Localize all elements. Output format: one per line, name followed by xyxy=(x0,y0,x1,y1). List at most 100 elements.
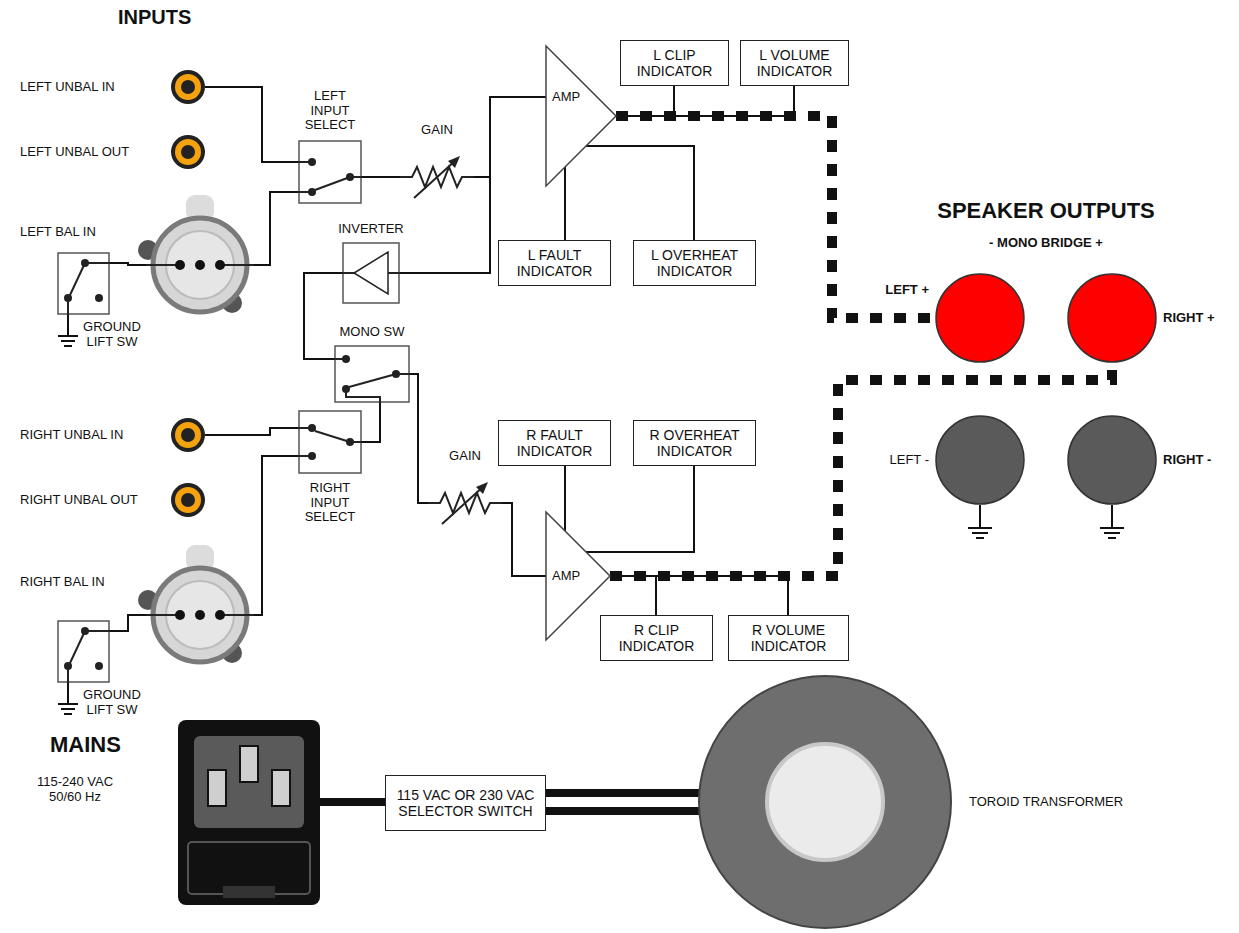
node-label: RIGHT BAL IN xyxy=(20,575,105,590)
node-label: L VOLUME INDICATOR xyxy=(744,47,845,79)
heading-text: MAINS xyxy=(50,732,121,757)
connector-group xyxy=(205,428,298,435)
node-label: AMP xyxy=(552,90,580,105)
connector-group xyxy=(254,456,298,615)
gain-control: GAIN xyxy=(428,480,502,526)
text-holder: L FAULT INDICATOR xyxy=(499,241,610,285)
node-label: RIGHT INPUT SELECT xyxy=(298,481,362,526)
indicator-box: R CLIP INDICATOR xyxy=(600,615,713,661)
speaker-terminal: RIGHT - xyxy=(1067,415,1157,505)
adjust-arrow xyxy=(442,486,484,524)
node-label: TOROID TRANSFORMER xyxy=(969,795,1123,810)
jack-center xyxy=(181,428,195,442)
node-label: RIGHT UNBAL IN xyxy=(20,428,123,443)
text-holder: AMP xyxy=(552,566,592,586)
jack-body xyxy=(171,418,205,452)
connector-group xyxy=(546,802,699,803)
connector-group xyxy=(474,97,546,177)
inlet-socket xyxy=(194,736,304,828)
node-label: AMP xyxy=(552,569,580,584)
speaker-terminal: RIGHT + xyxy=(1067,273,1157,363)
connector-group xyxy=(400,177,490,273)
node-label: LEFT INPUT SELECT xyxy=(298,89,362,134)
ground-symbol xyxy=(58,683,78,714)
xlr-jack: RIGHT BAL IN xyxy=(146,545,254,665)
node-label: R FAULT INDICATOR xyxy=(502,427,607,459)
connector-group xyxy=(586,466,694,552)
shape-outline xyxy=(342,242,400,304)
wire xyxy=(85,262,110,264)
wire xyxy=(334,358,346,360)
connector-group xyxy=(362,403,380,442)
text-holder: RIGHT UNBAL IN xyxy=(20,418,155,452)
adjust-arrow-head xyxy=(448,156,460,168)
jack-ring xyxy=(175,74,201,100)
toroid-core xyxy=(699,676,951,928)
signal-wire xyxy=(362,176,400,178)
node-label: R OVERHEAT INDICATOR xyxy=(637,427,752,459)
text-holder: RIGHT UNBAL OUT xyxy=(20,483,155,517)
shape-outline xyxy=(171,418,205,452)
indicator-box: R VOLUME INDICATOR xyxy=(728,615,849,661)
shape-outline xyxy=(146,545,254,665)
adjust-arrow xyxy=(414,160,456,198)
shape-outline xyxy=(171,135,205,169)
terminal-cap xyxy=(936,416,1024,504)
terminal-cap xyxy=(936,274,1024,362)
text-holder: TOROID TRANSFORMER xyxy=(969,792,1169,812)
shape-outline xyxy=(935,273,1025,363)
shape-outline xyxy=(400,154,474,200)
shape-outline xyxy=(935,415,1025,505)
jack-ring xyxy=(175,422,201,448)
ground-symbol xyxy=(968,505,992,538)
connector-group xyxy=(320,802,385,803)
node-label: LEFT UNBAL IN xyxy=(20,80,115,95)
node-label: LEFT - xyxy=(890,453,930,468)
text-holder: GROUND LIFT SW xyxy=(77,318,147,352)
indicator-box: L FAULT INDICATOR xyxy=(498,240,611,286)
node-label: L CLIP INDICATOR xyxy=(624,47,725,79)
text-holder: 115-240 VAC 50/60 Hz xyxy=(20,770,130,810)
text-holder: LEFT - xyxy=(863,450,929,470)
connector-group xyxy=(110,615,146,631)
rca-jack: RIGHT UNBAL IN xyxy=(171,418,205,452)
contact-dot xyxy=(95,662,103,670)
shape-outline xyxy=(178,720,320,905)
wire xyxy=(70,263,85,295)
heading-label: SPEAKER OUTPUTS xyxy=(896,198,1196,223)
wire xyxy=(346,389,380,403)
switch-housing xyxy=(58,621,109,682)
ground-symbol xyxy=(1100,505,1124,538)
jack-body xyxy=(171,483,205,517)
xlr-pin xyxy=(175,610,185,620)
text-holder: 115 VAC OR 230 VAC SELECTOR SWITCH xyxy=(386,776,545,830)
indicator-box: R OVERHEAT INDICATOR xyxy=(633,420,756,466)
wire xyxy=(298,191,312,193)
ground-lift-switch: GROUND LIFT SW xyxy=(57,252,110,315)
signal-wire xyxy=(400,177,490,273)
connector-group xyxy=(610,576,788,615)
shape-outline xyxy=(57,620,110,683)
signal-wire xyxy=(254,192,298,265)
xlr-face xyxy=(166,231,234,299)
connector-group xyxy=(610,576,656,615)
node-label: RIGHT - xyxy=(1163,453,1211,468)
terminal-cap xyxy=(1068,416,1156,504)
ground-symbol xyxy=(58,315,78,346)
jack-center xyxy=(181,80,195,94)
text-holder: INVERTER xyxy=(330,220,412,238)
heading-label: MAINS xyxy=(50,732,190,757)
shape-outline xyxy=(334,345,410,403)
iec-inlet: 115-240 VAC 50/60 Hz xyxy=(178,720,320,905)
text-holder: GAIN xyxy=(400,120,474,140)
wire xyxy=(396,373,410,375)
connector-group xyxy=(610,363,1112,576)
indicator-box: L CLIP INDICATOR xyxy=(620,40,729,86)
text-holder: MONO SW xyxy=(329,323,415,341)
text-holder: LEFT UNBAL IN xyxy=(20,70,155,104)
signal-wire xyxy=(564,167,566,240)
wire xyxy=(298,161,312,163)
text-holder: LEFT + xyxy=(863,280,929,300)
switch-housing xyxy=(58,253,109,314)
heading-label: INPUTS xyxy=(118,6,258,29)
